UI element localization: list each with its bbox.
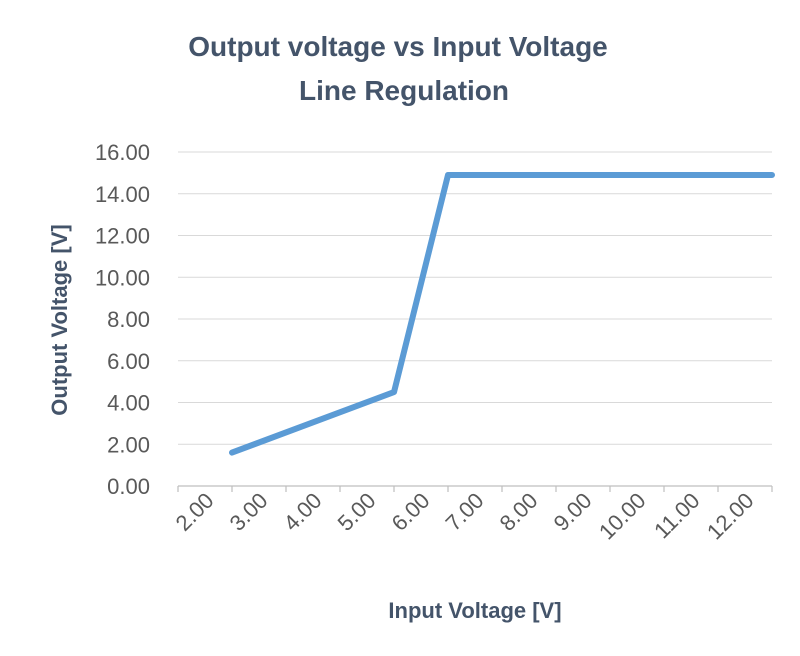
x-tick-label: 10.00 bbox=[594, 488, 651, 545]
x-tick-label: 11.00 bbox=[649, 488, 704, 543]
y-tick-label: 10.00 bbox=[95, 265, 150, 290]
x-tick-label: 3.00 bbox=[225, 488, 273, 536]
y-tick-label: 2.00 bbox=[107, 432, 150, 457]
y-tick-label: 16.00 bbox=[95, 140, 150, 165]
x-tick-label: 7.00 bbox=[441, 488, 489, 536]
y-tick-label: 0.00 bbox=[107, 474, 150, 499]
y-tick-label: 12.00 bbox=[95, 224, 150, 249]
series-group bbox=[229, 172, 775, 456]
y-tick-label: 14.00 bbox=[95, 182, 150, 207]
gridlines bbox=[178, 151, 772, 445]
x-tick-label: 2.00 bbox=[171, 488, 219, 536]
x-tick-label: 9.00 bbox=[549, 488, 597, 536]
x-tick-label: 5.00 bbox=[333, 488, 381, 536]
x-axis bbox=[177, 485, 773, 492]
x-tick-label: 4.00 bbox=[279, 488, 327, 536]
series-line bbox=[229, 172, 775, 456]
x-tick-label: 8.00 bbox=[495, 488, 543, 536]
x-tick-label: 12.00 bbox=[702, 488, 759, 545]
y-tick-label: 4.00 bbox=[107, 391, 150, 416]
y-axis-title: Output Voltage [V] bbox=[47, 224, 72, 415]
y-tick-label: 8.00 bbox=[107, 307, 150, 332]
y-axis-tick-labels: 0.00 2.00 4.00 6.00 8.00 10.00 12.00 14.00 16.00 bbox=[95, 140, 150, 499]
y-tick-label: 6.00 bbox=[107, 349, 150, 374]
chart-title-line-2: Line Regulation bbox=[299, 75, 509, 106]
x-axis-title: Input Voltage [V] bbox=[388, 598, 561, 623]
chart-title-line-1: Output voltage vs Input Voltage bbox=[188, 31, 608, 62]
x-tick-label: 6.00 bbox=[387, 488, 435, 536]
